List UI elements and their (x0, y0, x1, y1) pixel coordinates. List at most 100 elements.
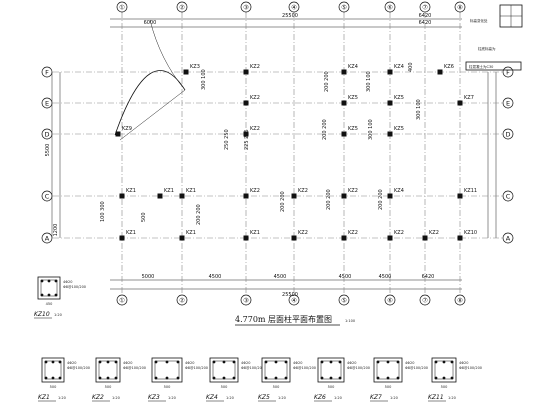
axis-label-bottom-8: ⑧ (457, 297, 463, 305)
axis-bubble-bottom-5 (338, 294, 350, 306)
axis-bubble-top-6 (384, 1, 396, 13)
column-14 (119, 193, 125, 199)
detail-rebar-dot (165, 376, 169, 380)
detail-stirrup-spec: Φ8@100/200 (67, 366, 90, 370)
curved-radius-line-2 (149, 19, 186, 91)
column-size-label-14: 300 100 (416, 99, 422, 120)
axis-label-right-A: A (506, 235, 511, 243)
detail-rebar-spec: 4Φ20 (293, 361, 302, 365)
column-3 (341, 69, 347, 75)
column-16 (179, 193, 185, 199)
detail-name: KZ5 (258, 394, 270, 401)
detail-dim-text: 500 (273, 385, 280, 389)
axis-label-top-1: ① (119, 4, 125, 12)
axis-bubble-left-E (41, 97, 53, 109)
detail-rebar-dot (386, 376, 390, 380)
axis-bubble-bottom-1 (116, 294, 128, 306)
detail-rebar-dot (329, 360, 333, 364)
detail-scale: 1:20 (54, 313, 62, 317)
column-8 (341, 131, 347, 137)
detail-name: KZ10 (34, 311, 50, 318)
detail-rebar-dot (232, 360, 236, 364)
detail-rebar-dot (114, 360, 118, 364)
detail-rebar-dot (376, 360, 380, 364)
detail-stirrup-spec: Φ8@100/200 (63, 285, 86, 289)
detail-stirrup-spec: Φ8@100/200 (123, 366, 146, 370)
axis-label-bottom-5: ⑤ (341, 297, 347, 305)
axis-label-top-7: ⑦ (422, 4, 428, 12)
detail-rebar-dot (232, 376, 236, 380)
detail-name: KZ7 (370, 394, 382, 401)
axis-label-bottom-6: ⑥ (387, 297, 393, 305)
axis-bubble-left-C (41, 190, 53, 202)
axis-bubble-top-5 (338, 1, 350, 13)
detail-scale: 1:20 (334, 396, 342, 400)
detail-rebar-dot (106, 360, 110, 364)
axis-label-top-2: ② (179, 4, 185, 12)
detail-rebar-dot (376, 376, 380, 380)
column-label-5: KZ6 (444, 64, 454, 70)
column-label-28: KZ2 (429, 230, 439, 236)
axis-label-right-C: C (506, 193, 511, 201)
bottom-dim-text-6: 6420 (422, 274, 435, 280)
column-19 (341, 193, 347, 199)
column-21 (457, 193, 463, 199)
column-size-label-13: 200 200 (280, 191, 286, 212)
column-label-14: KZ1 (126, 188, 136, 194)
detail-rebar-dot (434, 376, 438, 380)
detail-rebar-spec: 4Φ20 (63, 280, 72, 284)
axis-label-bottom-7: ⑦ (422, 297, 428, 305)
detail-name: KZ3 (148, 394, 160, 401)
column-label-9: KZ5 (394, 126, 404, 132)
detail-name: KZ4 (206, 394, 218, 401)
column-label-15: KZ1 (164, 188, 174, 194)
column-label-22: KZ1 (126, 230, 136, 236)
detail-scale: 1:20 (390, 396, 398, 400)
column-label-7: KZ2 (250, 126, 260, 132)
column-label-3: KZ4 (348, 64, 358, 70)
detail-rebar-spec: 4Φ20 (67, 361, 76, 365)
column-23 (179, 235, 185, 241)
detail-scale: 1:20 (168, 396, 176, 400)
column-label-27: KZ2 (394, 230, 404, 236)
detail-rebar-dot (47, 279, 51, 283)
note-line-2: 柱底标高为 (478, 46, 496, 51)
detail-scale: 1:20 (58, 396, 66, 400)
detail-scale: 1:20 (226, 396, 234, 400)
top-dim-text-1: 6000 (144, 20, 157, 26)
detail-rebar-dot (98, 360, 102, 364)
axis-label-left-D: D (44, 131, 49, 139)
detail-name: KZ2 (92, 394, 104, 401)
axis-grid (42, 12, 512, 300)
curved-radius-line (119, 89, 186, 141)
column-label-26: KZ2 (348, 230, 358, 236)
axis-bubble-bottom-7 (419, 294, 431, 306)
detail-rebar-dot (284, 376, 288, 380)
detail-stirrup-spec: Φ8@100/200 (241, 366, 264, 370)
axis-label-left-E: E (45, 100, 49, 108)
column-size-label-7: 300 100 (368, 119, 374, 140)
column-size-label-12: 200 200 (196, 204, 202, 225)
axis-label-bottom-4: ④ (291, 297, 297, 305)
axis-label-top-4: ④ (291, 4, 297, 12)
column-label-16: KZ1 (186, 188, 196, 194)
axis-label-top-8: ⑧ (457, 4, 463, 12)
column-4 (387, 69, 393, 75)
detail-stirrup-spec: Φ8@100/200 (405, 366, 428, 370)
axis-label-left-C: C (45, 193, 50, 201)
bottom-dim-text-5: 4500 (379, 274, 392, 280)
column-size-label-5: 200 200 (322, 119, 328, 140)
detail-rebar-dot (44, 376, 48, 380)
detail-rebar-dot (222, 376, 226, 380)
detail-rebar-dot (274, 360, 278, 364)
note-box (465, 61, 522, 71)
detail-dim-text: 500 (105, 385, 112, 389)
column-2 (243, 69, 249, 75)
detail-rebar-dot (165, 360, 169, 364)
column-9 (387, 131, 393, 137)
